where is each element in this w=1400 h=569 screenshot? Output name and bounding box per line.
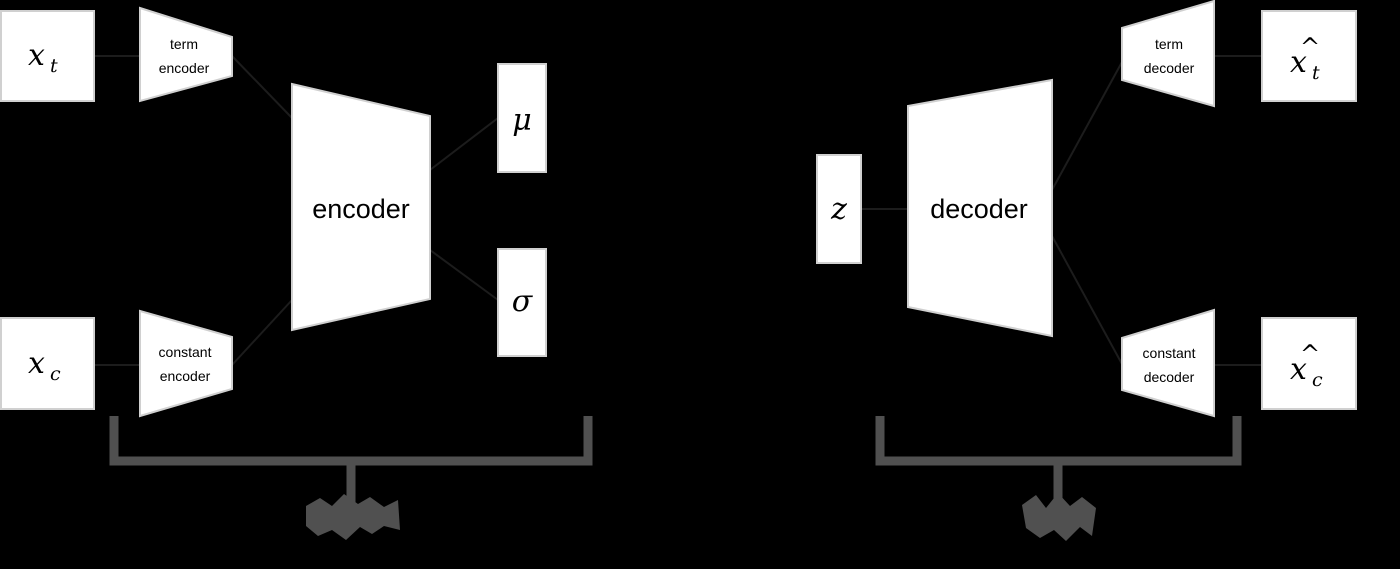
encoder-label: encoder bbox=[312, 194, 410, 224]
z-symbol: z bbox=[830, 192, 847, 227]
input-x-c: x c bbox=[0, 317, 95, 410]
constant-decoder-label-line2: decoder bbox=[1144, 369, 1195, 385]
connections bbox=[94, 55, 1262, 366]
constant-encoder-shape bbox=[139, 309, 233, 418]
constant-decoder-label-line1: constant bbox=[1143, 345, 1196, 361]
sigma-box bbox=[497, 248, 547, 357]
output-x-hat-c-hat: ^ bbox=[1300, 340, 1320, 368]
input-x-t-base: x bbox=[28, 38, 45, 73]
output-x-hat-t-box bbox=[1261, 10, 1357, 102]
encoder: encoder bbox=[291, 82, 431, 332]
decoder-label: decoder bbox=[930, 194, 1028, 224]
term-encoder-label-line1: term bbox=[170, 36, 198, 52]
constant-encoder-label-line2: encoder bbox=[160, 368, 211, 384]
term-decoder-label-line2: decoder bbox=[1144, 60, 1195, 76]
decoder-shape bbox=[907, 78, 1053, 338]
term-encoder-shape bbox=[139, 6, 233, 103]
input-x-t-box bbox=[0, 10, 95, 102]
mu-box bbox=[497, 63, 547, 173]
output-x-hat-t-sub: t bbox=[1312, 62, 1320, 84]
encoder-label-glyph bbox=[306, 494, 400, 540]
connector-constant-encoder-encoder bbox=[231, 299, 293, 366]
decoder: decoder bbox=[907, 78, 1053, 338]
input-x-c-sub: c bbox=[50, 363, 61, 385]
mu-node: μ bbox=[497, 63, 547, 173]
output-x-hat-c-base: x bbox=[1290, 352, 1307, 387]
output-x-hat-c-sub: c bbox=[1312, 369, 1323, 391]
output-x-hat-c-box bbox=[1261, 317, 1357, 410]
encoder-group-bracket bbox=[109, 416, 593, 540]
output-x-hat-t-hat: ^ bbox=[1300, 33, 1320, 61]
sigma-node: σ bbox=[497, 248, 547, 357]
mu-symbol: μ bbox=[512, 103, 532, 138]
constant-decoder-shape bbox=[1121, 308, 1215, 418]
output-x-hat-t: ^ x t bbox=[1261, 10, 1357, 102]
connector-encoder-sigma bbox=[429, 249, 499, 301]
input-x-c-box bbox=[0, 317, 95, 410]
term-decoder: term decoder bbox=[1121, 0, 1215, 108]
connector-decoder-constant-decoder bbox=[1051, 235, 1123, 365]
term-encoder: term encoder bbox=[139, 6, 233, 103]
term-encoder-label-line2: encoder bbox=[159, 60, 210, 76]
connector-encoder-mu bbox=[429, 117, 499, 171]
connector-term-encoder-encoder bbox=[231, 55, 293, 119]
term-decoder-shape bbox=[1121, 0, 1215, 108]
output-x-hat-c: ^ x c bbox=[1261, 317, 1357, 410]
constant-encoder-label-line1: constant bbox=[159, 344, 212, 360]
input-x-t-sub: t bbox=[50, 55, 58, 77]
z-node: z bbox=[816, 154, 862, 264]
decoder-label-glyph bbox=[1022, 493, 1096, 541]
input-x-c-base: x bbox=[28, 346, 45, 381]
term-decoder-label-line1: term bbox=[1155, 36, 1183, 52]
constant-encoder: constant encoder bbox=[139, 309, 233, 418]
encoder-bracket-line bbox=[109, 416, 593, 466]
connector-decoder-term-decoder bbox=[1051, 61, 1123, 191]
decoder-group-bracket bbox=[875, 416, 1242, 541]
encoder-shape bbox=[291, 82, 431, 332]
input-x-t: x t bbox=[0, 10, 95, 102]
constant-decoder: constant decoder bbox=[1121, 308, 1215, 418]
z-box bbox=[816, 154, 862, 264]
sigma-symbol: σ bbox=[512, 284, 534, 319]
output-x-hat-t-base: x bbox=[1290, 45, 1307, 80]
decoder-bracket-line bbox=[875, 416, 1242, 466]
